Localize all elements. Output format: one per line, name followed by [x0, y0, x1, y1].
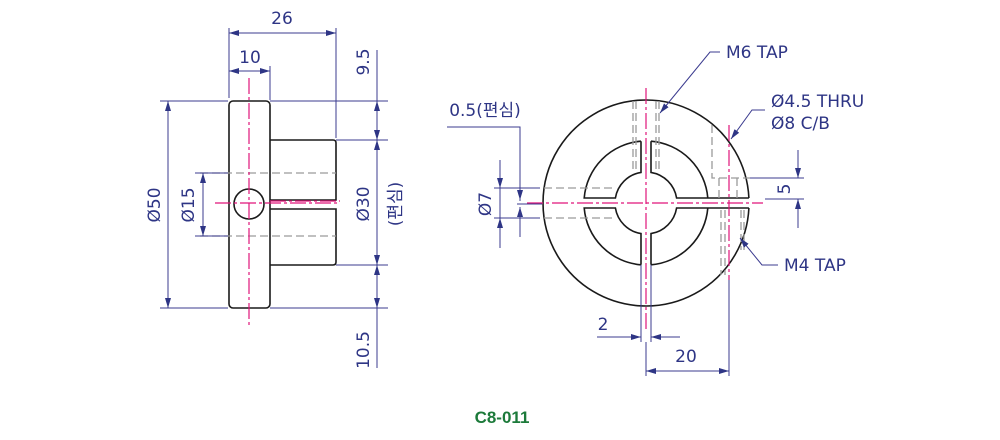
dim-overall-length: 26 [271, 9, 293, 29]
dim-hub-dia: Ø30 [354, 186, 374, 221]
leader-thru [730, 109, 765, 140]
dim-bottom-offset: 10.5 [354, 331, 374, 369]
leader-eccentric [447, 126, 521, 201]
part-number: C8-011 [475, 408, 530, 427]
dim-hole-offset: 20 [675, 347, 697, 367]
dim-eccentric-note: (편심) [386, 182, 406, 227]
ring-top-left [583, 140, 642, 199]
dim-slot-width: 2 [598, 315, 609, 335]
dim-bore-dia: Ø15 [179, 187, 199, 222]
callout-thru: Ø4.5 THRU [771, 92, 864, 112]
callout-cb: Ø8 C/B [771, 114, 830, 134]
dim-inner-dia: Ø7 [476, 192, 496, 216]
ring-top-right [650, 140, 749, 199]
callout-m4-tap: M4 TAP [784, 256, 846, 276]
leader-m6 [659, 51, 720, 114]
dim-flange-dia: Ø50 [145, 187, 165, 222]
ring-bottom-right [650, 207, 749, 266]
dim-eccentric: 0.5(편심) [449, 101, 521, 121]
side-view: 26 10 Ø50 Ø15 9.5 Ø30 (편심) 10.5 [145, 9, 406, 369]
dim-flange-width: 10 [239, 48, 261, 68]
callout-m6-tap: M6 TAP [726, 43, 788, 63]
hub-outline [270, 139, 337, 266]
outer-circle [542, 99, 750, 307]
dim-hole-height: 5 [775, 184, 795, 195]
front-view: 0.5(편심) Ø7 5 2 20 M6 TAP Ø4.5 THRU Ø8 C/… [447, 43, 864, 376]
leader-m4 [739, 237, 778, 266]
dim-top-offset: 9.5 [354, 48, 374, 75]
ring-bottom-left [583, 207, 642, 266]
hidden-lines [544, 101, 750, 275]
